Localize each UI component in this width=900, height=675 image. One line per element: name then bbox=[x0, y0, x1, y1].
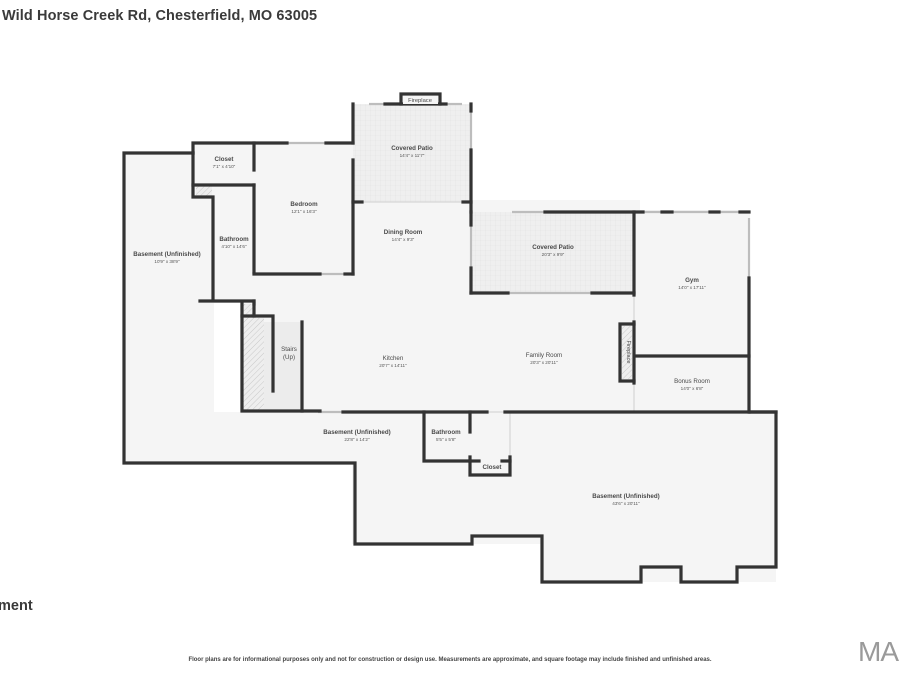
kitchen-name: Kitchen bbox=[383, 355, 404, 362]
fireplace-right-label: Fireplace bbox=[625, 340, 631, 363]
bathroom-bottom-dims: 5'5" x 5'8" bbox=[436, 437, 456, 442]
covered-patio-top-floor bbox=[353, 104, 471, 202]
floor-fill bbox=[124, 143, 776, 582]
covered-patio-right-name: Covered Patio bbox=[532, 244, 574, 251]
chase-hatch-top bbox=[196, 184, 212, 197]
basement-mid-name: Basement (Unfinished) bbox=[323, 429, 390, 436]
bathroom-bottom-name: Bathroom bbox=[431, 429, 461, 436]
closet-top-dims: 7'1" x 4'10" bbox=[213, 164, 236, 169]
bedroom-dims: 12'1" x 16'3" bbox=[291, 209, 317, 214]
closet-bottom-name: Closet bbox=[483, 464, 502, 471]
basement-right-name: Basement (Unfinished) bbox=[592, 493, 659, 500]
bonus-room-dims: 14'0" x 6'8" bbox=[681, 386, 704, 391]
basement-left-name: Basement (Unfinished) bbox=[133, 251, 200, 258]
bathroom-left-dims: 4'10" x 14'6" bbox=[221, 244, 247, 249]
dining-room-name: Dining Room bbox=[384, 229, 423, 236]
stairs-floor bbox=[264, 322, 302, 411]
covered-patio-top-dims: 14'4" x 11'7" bbox=[400, 153, 425, 158]
gym-dims: 14'0" x 17'11" bbox=[678, 285, 706, 290]
property-address: Wild Horse Creek Rd, Chesterfield, MO 63… bbox=[2, 8, 318, 24]
level-label: ment bbox=[0, 598, 33, 614]
dining-room-dims: 14'4" x 9'3" bbox=[392, 237, 415, 242]
bathroom-left-name: Bathroom bbox=[219, 236, 249, 243]
fireplace-right bbox=[622, 326, 632, 379]
basement-mid-dims: 22'8" x 14'2" bbox=[344, 437, 370, 442]
closet-top-name: Closet bbox=[215, 156, 234, 163]
bedroom-name: Bedroom bbox=[290, 201, 318, 208]
bonus-room-name: Bonus Room bbox=[674, 378, 710, 385]
brand-logo: MA bbox=[858, 636, 899, 667]
basement-left-dims: 10'9" x 38'9" bbox=[154, 259, 180, 264]
room-labels: Basement (Unfinished) 10'9" x 38'9" Clos… bbox=[133, 145, 710, 506]
kitchen-dims: 20'7" x 14'11" bbox=[379, 363, 407, 368]
fireplace-top bbox=[403, 96, 438, 104]
covered-patio-right-floor bbox=[471, 212, 634, 293]
stairs-direction: (Up) bbox=[283, 354, 295, 361]
stairs-name: Stairs bbox=[281, 346, 297, 353]
disclaimer-text: Floor plans are for informational purpos… bbox=[188, 657, 712, 663]
gym-name: Gym bbox=[685, 277, 699, 284]
family-room-name: Family Room bbox=[526, 352, 562, 359]
family-room-dims: 20'3" x 20'11" bbox=[530, 360, 558, 365]
disclaimer: Floor plans are for informational purpos… bbox=[0, 657, 900, 663]
walls bbox=[122, 92, 778, 584]
fireplace-top-label: Fireplace bbox=[408, 98, 432, 104]
stairwell-hatch bbox=[242, 318, 264, 411]
covered-patio-right-dims: 20'3" x 9'9" bbox=[542, 252, 565, 257]
covered-patio-top-name: Covered Patio bbox=[391, 145, 433, 152]
basement-right-dims: 43'6" x 20'11" bbox=[612, 501, 640, 506]
